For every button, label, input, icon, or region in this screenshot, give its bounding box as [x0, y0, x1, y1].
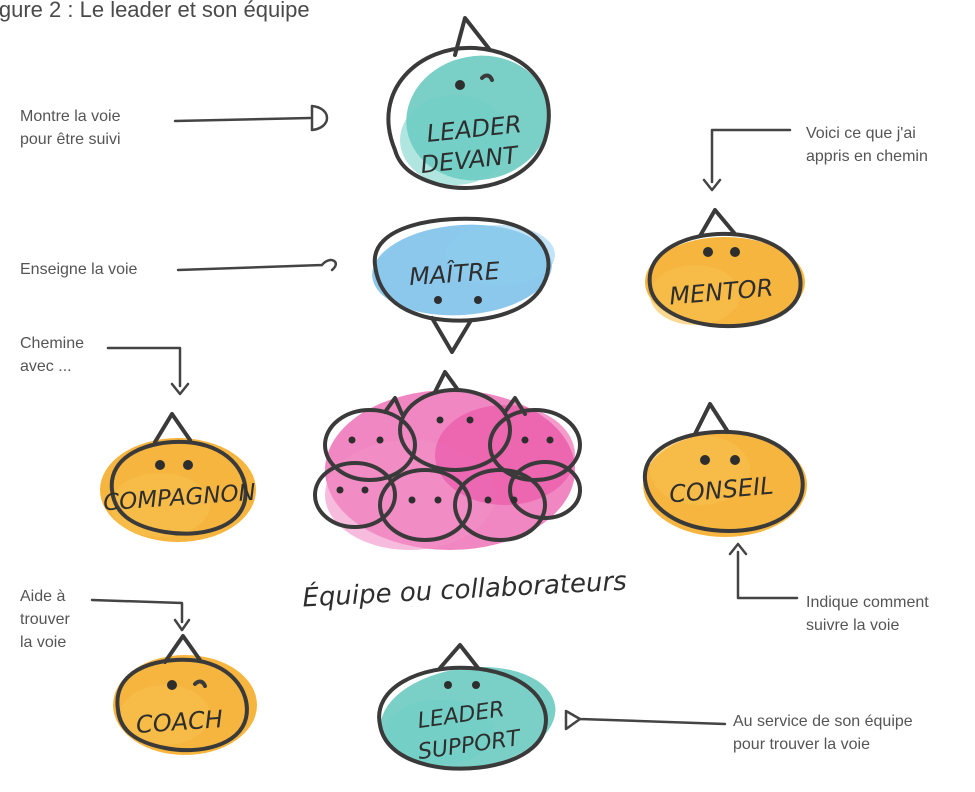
node-leader-devant: LEADER DEVANT	[386, 16, 551, 190]
arrow-coach	[90, 598, 191, 632]
annotation-maitre: Enseigne la voie	[20, 258, 137, 281]
node-maitre: MAÎTRE	[372, 216, 555, 354]
node-leader-support: LEADER SUPPORT	[377, 643, 556, 771]
arrow-conseil	[728, 542, 799, 600]
arrow-maitre	[176, 258, 338, 272]
node-mentor: MENTOR	[645, 208, 805, 329]
annotation-leader-support: Au service de son équipe pour trouver la…	[733, 710, 913, 756]
annotation-line: appris en chemin	[806, 148, 928, 165]
node-label-maitre: MAÎTRE	[408, 256, 501, 291]
annotation-line: avec ...	[20, 358, 72, 375]
arrow-compagnon	[106, 346, 190, 396]
annotation-line: Aide à	[20, 588, 66, 605]
annotation-coach: Aide à trouver la voie	[20, 585, 70, 654]
node-conseil: CONSEIL	[642, 402, 807, 537]
figure-title: igure 2 : Le leader et son équipe	[0, 0, 310, 22]
annotation-conseil: Indique comment suivre la voie	[806, 591, 929, 637]
annotation-line: Enseigne la voie	[20, 261, 138, 278]
annotation-line: trouver	[20, 611, 70, 628]
annotation-mentor: Voici ce que j'ai appris en chemin	[806, 122, 928, 168]
arrow-leader-support	[564, 709, 727, 731]
node-compagnon: COMPAGNON	[100, 412, 257, 542]
arrow-mentor	[702, 128, 792, 192]
annotation-line: pour être suivi	[20, 131, 121, 148]
node-coach: COACH	[113, 634, 257, 755]
annotation-line: Indique comment	[806, 594, 929, 611]
annotation-line: Au service de son équipe	[733, 713, 913, 730]
node-equipe: Équipe ou collaborateurs	[302, 370, 628, 614]
node-label-equipe: Équipe ou collaborateurs	[302, 565, 628, 614]
annotation-leader-devant: Montre la voie pour être suivi	[20, 105, 121, 151]
annotation-line: la voie	[20, 634, 67, 651]
annotation-line: suivre la voie	[806, 617, 900, 634]
arrow-leader-devant	[173, 104, 329, 132]
annotation-line: pour trouver la voie	[733, 736, 870, 753]
annotation-compagnon: Chemine avec ...	[20, 332, 84, 378]
annotation-line: Voici ce que j'ai	[806, 125, 916, 142]
annotation-line: Montre la voie	[20, 108, 121, 125]
annotation-line: Chemine	[20, 335, 85, 352]
node-label-coach: COACH	[135, 705, 224, 739]
